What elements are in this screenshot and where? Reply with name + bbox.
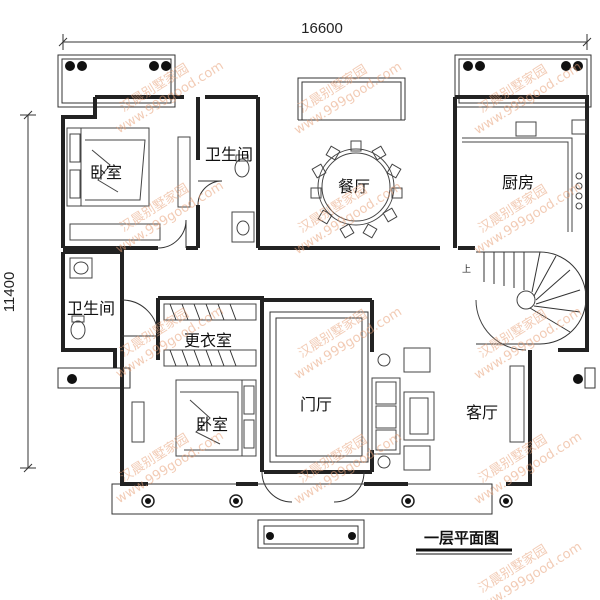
- room-labels: 卧室 卫生间 餐厅 厨房 卫生间 更衣室 卧室 门厅 客厅: [67, 145, 534, 434]
- terraces: [57, 54, 596, 549]
- outer-walls: [61, 95, 589, 486]
- spiral-staircase: 上: [462, 251, 587, 351]
- stair-up-mark: 上: [462, 264, 471, 275]
- kitchen-counter: [462, 119, 587, 232]
- bed-top: [66, 127, 191, 241]
- room-label-bathroom-top: 卫生间: [205, 145, 253, 164]
- room-label-bedroom-bottom: 卧室: [196, 415, 228, 434]
- dimension-height-label: 11400: [1, 272, 18, 313]
- door-swings: [121, 180, 365, 503]
- dining-bay-window: [297, 77, 406, 121]
- dimension-width-label: 16600: [301, 20, 343, 37]
- living-sofa-set: [371, 347, 525, 471]
- plan-title: 一层平面图: [416, 529, 512, 555]
- room-label-dining: 餐厅: [338, 177, 370, 196]
- columns: [65, 61, 583, 540]
- bathroom-left-fixtures: [69, 257, 93, 340]
- room-label-dressing: 更衣室: [184, 331, 232, 350]
- room-label-bathroom-left: 卫生间: [67, 299, 115, 318]
- interior-walls: [63, 97, 475, 474]
- dining-table: [310, 140, 403, 239]
- room-label-living: 客厅: [466, 403, 498, 422]
- foyer-inner-frame: [269, 311, 369, 463]
- plan-title-text: 一层平面图: [424, 529, 499, 547]
- room-label-foyer: 门厅: [300, 395, 332, 414]
- room-label-kitchen: 厨房: [502, 173, 534, 192]
- watermarks: 汉晨别墅家园 www.999good.com 汉晨别墅家园 www.999goo…: [113, 58, 584, 600]
- dressing-wardrobes: [163, 303, 257, 367]
- room-label-bedroom-top: 卧室: [90, 163, 122, 182]
- bathroom-top-fixtures: [231, 154, 255, 243]
- dimension-left: 11400: [1, 110, 36, 473]
- dimension-top: 16600: [58, 20, 592, 50]
- bed-bottom: [131, 379, 257, 457]
